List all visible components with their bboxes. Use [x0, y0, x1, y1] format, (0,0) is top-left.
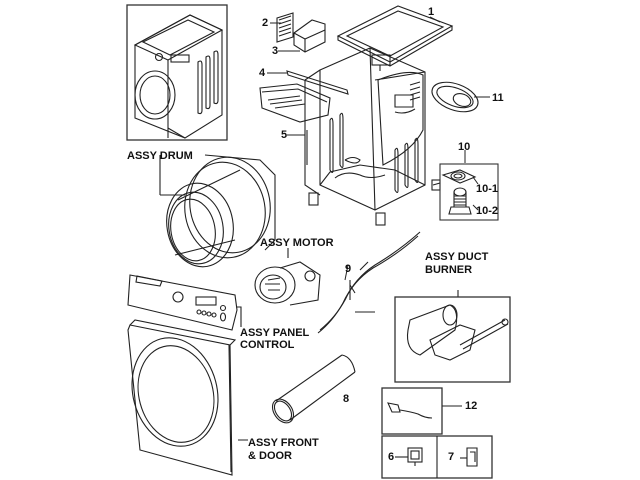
part-number-5: 5 — [281, 129, 288, 141]
duct-burner-illustration — [394, 290, 511, 383]
part-number-1: 1 — [428, 6, 435, 18]
bracket-illustration — [259, 70, 349, 165]
part-11-illustration — [431, 81, 479, 113]
assy-drum-label: ASSY DRUM — [127, 150, 193, 162]
leveling-foot-illustration — [432, 163, 499, 221]
part-number-8: 8 — [343, 393, 350, 405]
part-number-11: 11 — [492, 92, 504, 104]
reference-dryer-illustration — [126, 4, 228, 141]
part-number-3: 3 — [272, 45, 279, 57]
assy-panel-control-label-line2: CONTROL — [240, 339, 295, 351]
wire-harness-illustration — [317, 231, 421, 334]
part-number-10: 10 — [458, 141, 471, 153]
part-number-10-1: 10-1 — [476, 183, 499, 195]
part-number-2: 2 — [262, 17, 269, 29]
front-door-illustration — [127, 319, 237, 476]
assy-front-door-label-line1: ASSY FRONT — [248, 437, 319, 449]
part-number-7: 7 — [448, 451, 455, 463]
top-panel-illustration — [336, 5, 454, 67]
cabinet-illustration — [304, 47, 441, 226]
part-12-box — [381, 387, 462, 435]
assy-duct-burner-label-line2: BURNER — [425, 264, 473, 276]
leader-lines — [238, 16, 490, 441]
part-number-9: 9 — [345, 263, 352, 275]
assy-motor-label: ASSY MOTOR — [260, 237, 334, 249]
drum-illustration — [159, 154, 276, 268]
part-number-10-2: 10-2 — [476, 205, 499, 217]
part-number-4: 4 — [259, 67, 266, 79]
filter-parts-illustration — [276, 12, 326, 53]
assy-front-door-label-line2: & DOOR — [248, 450, 292, 462]
part-number-6: 6 — [388, 451, 395, 463]
control-panel-illustration — [127, 274, 242, 331]
part-number-12: 12 — [465, 400, 478, 412]
motor-illustration — [254, 248, 321, 306]
duct-illustration — [271, 354, 356, 424]
parts-6-7-box — [381, 435, 493, 479]
assy-panel-control-label-line1: ASSY PANEL — [240, 327, 310, 339]
assy-duct-burner-label-line1: ASSY DUCT — [425, 251, 489, 263]
